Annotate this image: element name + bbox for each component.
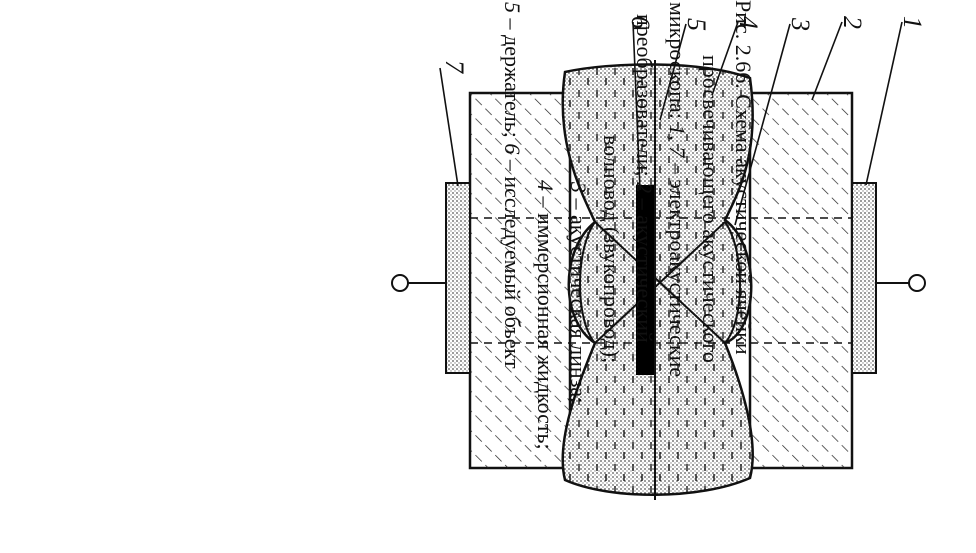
transducer-zone-lines [470,217,852,344]
test-object [636,185,654,375]
caption-text: – иммерсионная жидкость; [533,191,558,450]
caption-text: преобразователи; [632,14,657,183]
caption-num: 7 [665,146,690,158]
label-4: 4 [734,16,763,29]
caption-text: – держатель; [500,13,525,144]
leader-lines [439,21,903,226]
label-6: 6 [626,16,655,29]
caption-num: 5 [500,2,525,13]
caption-text: – акустическая линза; [566,193,591,404]
caption-text: , [665,135,690,147]
label-5: 5 [682,18,711,31]
figure-caption: Рис. 2.66. Схема акустической ячейки про… [450,0,760,553]
source-right-icon [908,274,926,292]
caption-text: микроскопа: [665,2,690,125]
caption-line-4: преобразователи; 2 – акустический [628,0,661,553]
caption-text: – исследуемый объект [500,154,525,369]
label-7: 7 [440,60,469,74]
waveguide-left [468,91,572,470]
caption-line-3: микроскопа: 1, 7 – электроакустические [661,0,694,553]
acoustic-lens [579,221,741,344]
label-3: 3 [786,17,815,31]
caption-line-2: просвечивающего акустического [698,55,723,363]
label-1: 1 [898,16,927,29]
caption-text: – акустический [632,193,657,343]
caption-num: 3 [566,182,591,193]
transducer-right [851,182,877,374]
caption-title: Рис. 2.66. Схема акустической ячейки [731,0,756,355]
source-left-icon [391,274,409,292]
caption-line-8: 5 – держатель; 6 – исследуемый объект [496,0,529,553]
waveguide-right [748,91,854,470]
caption-num: 6 [500,143,525,155]
caption-line-7: 4 – иммерсионная жидкость; [529,0,562,553]
caption-line-5: волновод (звукопровод); [599,135,624,364]
label-2: 2 [838,16,867,29]
caption-num: 1 [665,124,690,136]
caption-num: 2 [632,182,657,194]
caption-num: 4 [533,180,558,191]
caption-text: – электроакустические [665,157,690,378]
caption-line-6: 3 – акустическая линза; [562,0,595,553]
